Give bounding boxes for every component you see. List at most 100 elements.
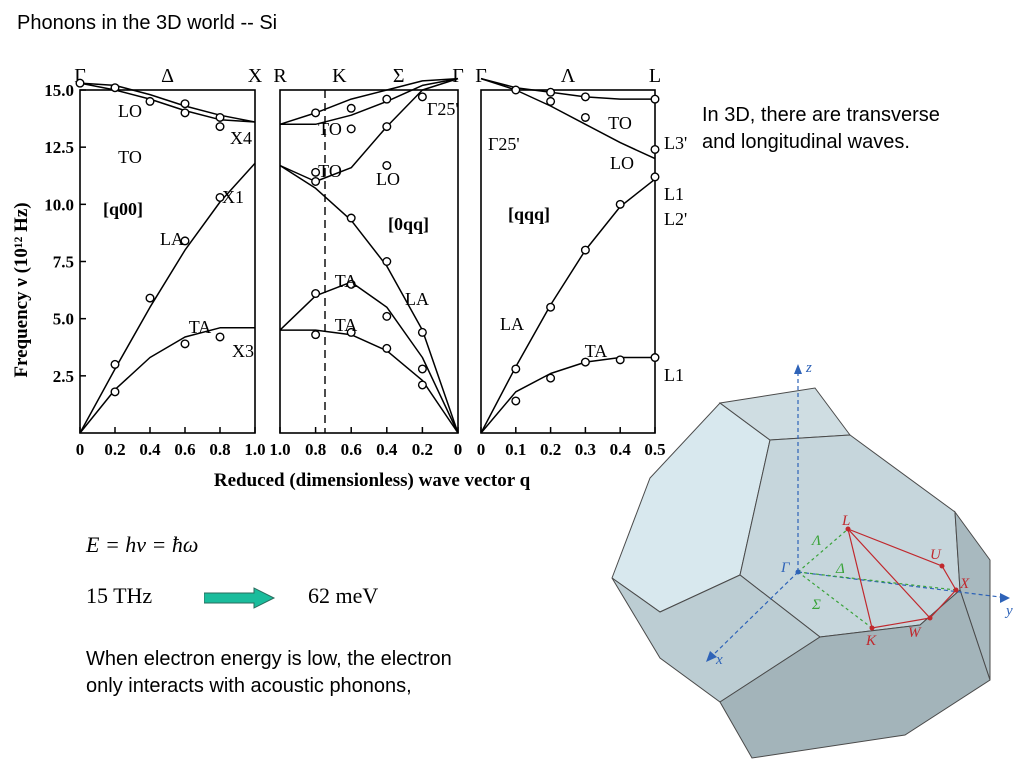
side-text-line-2: and longitudinal waves.	[702, 131, 910, 153]
data-point	[580, 357, 590, 367]
x-tick-label: 1.0	[269, 440, 290, 459]
series-line	[480, 178, 656, 434]
data-point	[180, 108, 190, 118]
data-point	[382, 343, 392, 353]
data-point	[311, 289, 321, 299]
x-tick-label: 0.2	[412, 440, 433, 459]
x-axis-arrow-icon	[706, 651, 717, 662]
symmetry-point-label: L1	[664, 184, 684, 204]
bz-point-x: X	[959, 576, 970, 592]
data-point	[215, 122, 225, 132]
x-tick-label: 0.8	[305, 440, 326, 459]
brillouin-zone-diagram: z y x Γ L U X W K Λ Δ Σ	[611, 360, 1013, 759]
data-point	[511, 396, 521, 406]
data-point	[382, 122, 392, 132]
x-tick-label: 1.0	[244, 440, 265, 459]
x-tick-label: 0.2	[104, 440, 125, 459]
x-axis-label: Reduced (dimensionless) wave vector q	[214, 470, 531, 491]
data-point	[215, 192, 225, 202]
data-point	[417, 364, 427, 374]
series-line	[480, 77, 656, 160]
y-axis	[797, 571, 1009, 599]
branch-label: LA	[405, 289, 429, 309]
data-point	[580, 112, 590, 122]
side-text: In 3D, there are transverse and longitud…	[702, 102, 940, 156]
symmetry-point-label: Γ25'	[427, 99, 459, 119]
series-line	[279, 281, 459, 434]
data-point	[346, 327, 356, 337]
bz-point-w: W	[908, 625, 922, 641]
data-point	[382, 256, 392, 266]
energy-value: 62 meV	[308, 583, 379, 608]
data-point	[346, 279, 356, 289]
symmetry-point-label: X4	[230, 128, 252, 148]
data-point	[382, 311, 392, 321]
arrow-right-icon	[204, 587, 276, 609]
x-tick-label: 0	[76, 440, 85, 459]
data-point	[215, 332, 225, 342]
y-tick-label: 5.0	[53, 310, 74, 329]
data-point	[417, 380, 427, 390]
data-point	[650, 353, 660, 363]
bottom-text: When electron energy is low, the electro…	[86, 646, 452, 700]
branch-label: TO	[318, 161, 342, 181]
series-line	[279, 164, 459, 434]
series-line	[79, 82, 256, 123]
panel-top-label: Σ	[393, 65, 405, 87]
branch-label: TA	[585, 341, 608, 361]
branch-label: LA	[500, 314, 524, 334]
data-point	[650, 94, 660, 104]
y-axis-label-bz: y	[1004, 603, 1013, 619]
branch-label: TA	[189, 317, 212, 337]
symmetry-point-label: X1	[222, 187, 244, 207]
data-point	[215, 112, 225, 122]
panel-top-label: Δ	[161, 65, 174, 87]
y-tick-label: 10.0	[44, 195, 74, 214]
branch-label: LO	[118, 101, 142, 121]
panel-frame	[480, 89, 656, 434]
energy-equation: E = hν = ħω	[86, 532, 199, 557]
data-point	[615, 199, 625, 209]
bz-point-k: K	[865, 633, 877, 649]
panel-top-label: L	[649, 65, 661, 87]
series-line	[280, 77, 459, 126]
y-tick-label: 12.5	[44, 138, 74, 157]
data-point	[615, 355, 625, 365]
panel-direction-label: [0qq]	[388, 214, 429, 234]
symmetry-point-label: L3'	[664, 133, 687, 153]
panel-frame	[279, 89, 459, 434]
bz-point-l: L	[841, 513, 850, 529]
branch-label: LA	[160, 229, 184, 249]
series-line	[79, 327, 255, 434]
x-tick-label: 0.2	[540, 440, 561, 459]
x-tick-label: 0.1	[505, 440, 526, 459]
symmetry-point-label: L2'	[664, 209, 687, 229]
data-point	[311, 108, 321, 118]
y-axis-arrow-icon	[1000, 593, 1010, 603]
branch-label: LO	[610, 153, 634, 173]
branch-label: TA	[335, 271, 358, 291]
gamma-point-dot	[795, 569, 801, 575]
bz-path-sigma: Σ	[811, 597, 821, 613]
data-point	[580, 245, 590, 255]
z-axis-arrow-icon	[794, 364, 802, 374]
x-tick-label: 0.4	[610, 440, 632, 459]
data-point	[180, 99, 190, 109]
branch-label: TO	[318, 119, 342, 139]
panel-top-label: Γ	[74, 65, 86, 87]
x-tick-label: 0.3	[575, 440, 596, 459]
y-axis-label: Frequency ν (10¹² Hz)	[11, 202, 32, 377]
data-point	[417, 327, 427, 337]
panel-top-label: R	[273, 65, 287, 87]
data-point	[110, 83, 120, 93]
x-axis-label-bz: x	[715, 652, 723, 668]
series-line	[480, 356, 655, 434]
data-point	[180, 339, 190, 349]
bz-path-delta: Δ	[835, 561, 845, 577]
data-point	[110, 359, 120, 369]
series-line	[79, 82, 256, 123]
data-point	[180, 236, 190, 246]
z-axis-label: z	[805, 360, 812, 376]
branch-label: TA	[335, 315, 358, 335]
